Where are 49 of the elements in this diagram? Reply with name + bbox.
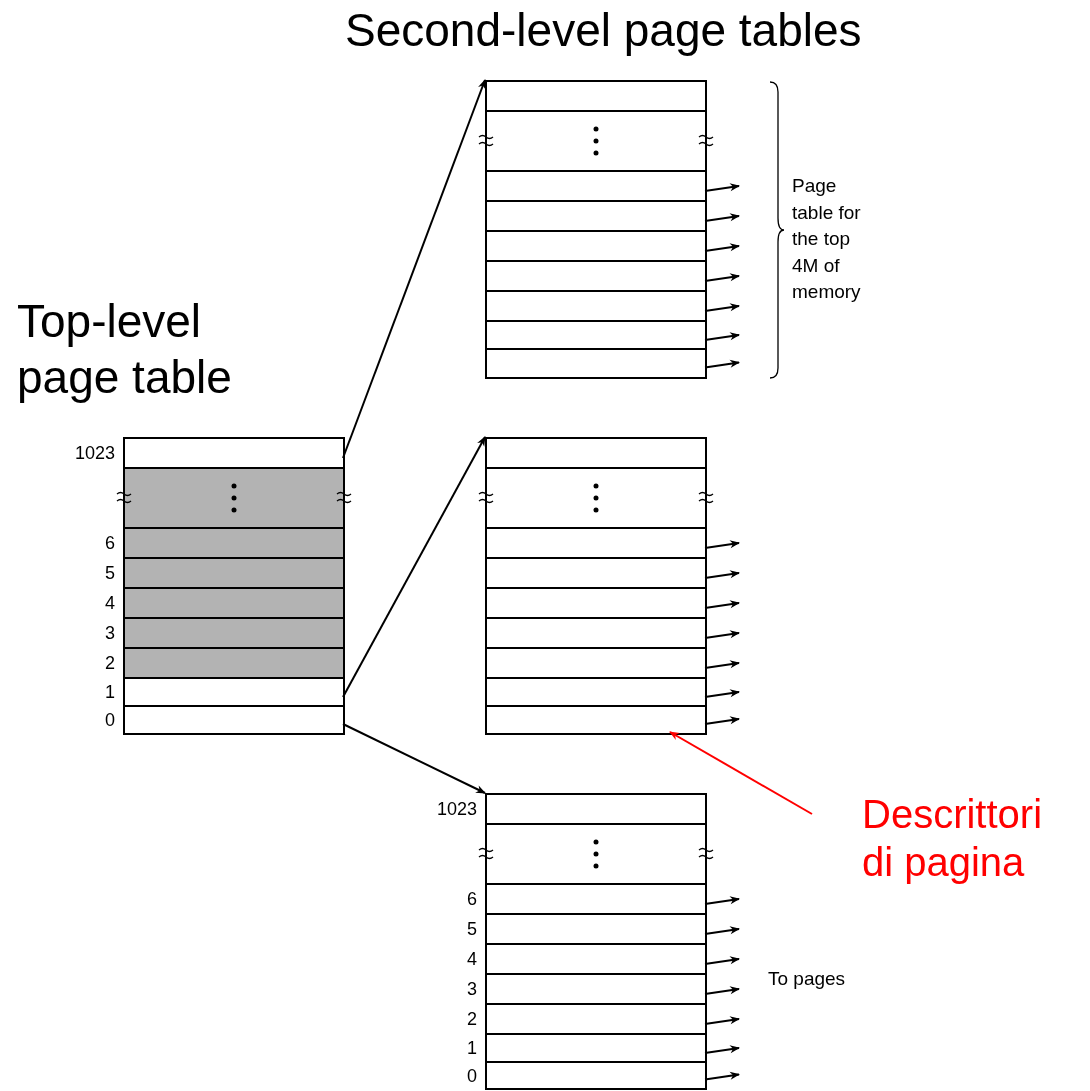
row-index: 0 [105, 711, 115, 729]
row-index: 4 [105, 594, 115, 612]
arrow [704, 243, 740, 252]
arrow [704, 183, 740, 192]
table-row [125, 469, 343, 529]
arrow [704, 896, 740, 905]
heading: Top-level page table [17, 294, 233, 406]
arrow [704, 986, 740, 995]
row-index: 2 [467, 1010, 477, 1028]
arrow [704, 540, 740, 549]
arrow [704, 303, 740, 312]
row-index: 4 [467, 950, 477, 968]
arrow [704, 660, 740, 669]
row-index: 3 [467, 980, 477, 998]
arrow [704, 630, 740, 639]
arrow [704, 689, 740, 698]
row-index: 0 [467, 1066, 477, 1085]
arrow [704, 1016, 740, 1025]
row-index: 1 [105, 683, 115, 701]
annotation-text: To pages [768, 967, 847, 991]
annotation-text: Page table for the top 4M of memory [792, 174, 862, 305]
arrow [342, 723, 486, 794]
row-index: 6 [467, 890, 477, 908]
row-index: 1 [467, 1039, 477, 1057]
row-index: 6 [105, 534, 115, 552]
leader-arrow [669, 731, 813, 815]
arrow [704, 1045, 740, 1054]
arrow [704, 600, 740, 609]
arrow [704, 213, 740, 222]
row-index: 1023 [436, 800, 477, 818]
arrow [704, 956, 740, 965]
arrow [704, 716, 740, 725]
arrow [704, 1071, 740, 1081]
row-index: 2 [105, 654, 115, 672]
row-index: 1023 [74, 444, 115, 462]
arrow [704, 926, 740, 935]
arrow [342, 436, 486, 698]
arrow [704, 332, 740, 341]
row-index: 5 [467, 920, 477, 938]
row-index: 3 [105, 624, 115, 642]
arrow [704, 359, 740, 369]
row-index: 5 [105, 564, 115, 582]
page-table [485, 437, 707, 735]
heading: Second-level page tables [345, 3, 862, 58]
arrow [342, 79, 486, 459]
arrow [704, 570, 740, 579]
callout-text: Descrittori di pagina [862, 792, 1043, 884]
page-table [485, 80, 707, 379]
arrow [704, 273, 740, 282]
